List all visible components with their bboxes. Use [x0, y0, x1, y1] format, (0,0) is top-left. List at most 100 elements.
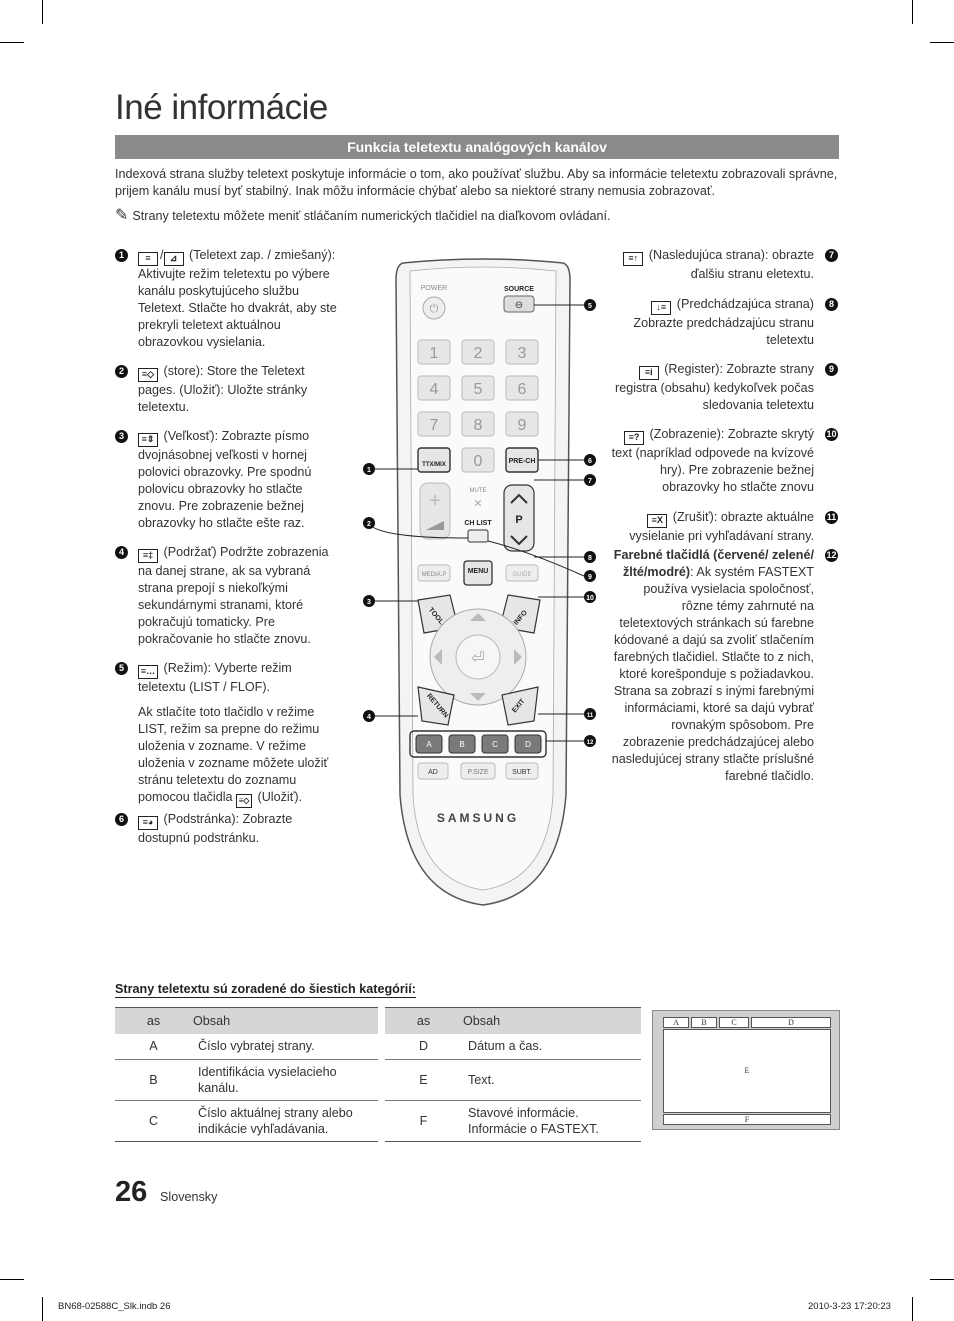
- categories-title: Strany teletextu sú zoradené do šiestich…: [115, 982, 416, 998]
- ttx-mix-button[interactable]: [417, 447, 451, 473]
- item-1-text: (Teletext zap. / zmiešaný): Aktivujte re…: [138, 248, 337, 349]
- enter-button[interactable]: [455, 634, 501, 680]
- diagram-e: E: [663, 1029, 831, 1113]
- crop-mark: [42, 1297, 43, 1321]
- svg-text:10: 10: [586, 595, 594, 602]
- digit-1-button[interactable]: [417, 339, 451, 365]
- badge-2: 2: [115, 365, 128, 378]
- color-button-b[interactable]: [448, 734, 476, 754]
- diagram-d: D: [751, 1017, 831, 1028]
- teletext-layout-diagram: A B C D E F: [652, 1010, 840, 1130]
- digit-2-button[interactable]: [461, 339, 495, 365]
- item-12-text: : Ak systém FASTEXT používa vysielacia s…: [611, 565, 814, 783]
- power-button[interactable]: [422, 296, 446, 320]
- svg-text:8: 8: [588, 555, 592, 562]
- callout-badges: [363, 299, 596, 747]
- digit-0-button[interactable]: [461, 447, 495, 473]
- row-value: Text.: [462, 1059, 641, 1101]
- brand-logo: SAMSUNG: [437, 811, 519, 825]
- digit-7-button[interactable]: [417, 411, 451, 437]
- svg-text:1: 1: [367, 467, 371, 474]
- item-5-text: (Režim): Vyberte režim teletextu (LIST /…: [138, 661, 292, 694]
- digit-5-button[interactable]: [461, 375, 495, 401]
- ad-button[interactable]: [417, 762, 449, 780]
- badge-11: 11: [825, 511, 838, 524]
- digit-0-label: 0: [474, 453, 483, 470]
- digit-1-label: 1: [430, 345, 439, 362]
- svg-text:5: 5: [588, 303, 592, 310]
- color-button-d[interactable]: [514, 734, 542, 754]
- footer-file: BN68-02588C_Slk.indb 26: [58, 1301, 171, 1312]
- digit-9-label: 9: [518, 417, 527, 434]
- item-7: ≡↑ (Nasledujúca strana): obrazte ďalšiu …: [610, 247, 814, 283]
- source-label: SOURCE: [504, 286, 534, 293]
- menu-button[interactable]: [463, 560, 493, 586]
- digit-3-button[interactable]: [505, 339, 539, 365]
- guide-button[interactable]: [505, 564, 539, 582]
- item-4-text: (Podržať) Podržte zobrazenia na danej st…: [138, 545, 329, 646]
- power-icon: ⏻: [430, 303, 439, 315]
- channel-label: P: [515, 514, 522, 526]
- svg-text:12: 12: [587, 740, 594, 746]
- header-content: Obsah: [192, 1007, 378, 1034]
- color-button-a[interactable]: [415, 734, 443, 754]
- reveal-icon: ≡?: [624, 431, 645, 445]
- svg-text:7: 7: [588, 478, 592, 485]
- next-page-icon: ≡↑: [623, 252, 644, 266]
- digit-4-button[interactable]: [417, 375, 451, 401]
- digit-3-label: 3: [518, 345, 527, 362]
- digit-6-label: 6: [518, 381, 527, 398]
- subt-button[interactable]: [505, 762, 539, 780]
- size-icon: ≡⇕: [138, 433, 158, 447]
- left-arrow-icon: [434, 649, 442, 665]
- row-key: E: [385, 1059, 462, 1101]
- digit-8-button[interactable]: [461, 411, 495, 437]
- guide-label: GUIDE: [512, 572, 531, 578]
- ch-list-button[interactable]: [467, 529, 489, 543]
- svg-text:6: 6: [588, 458, 592, 465]
- digit-5-label: 5: [474, 381, 483, 398]
- p-size-button[interactable]: [460, 762, 496, 780]
- badge-7: 7: [825, 249, 838, 262]
- color-button-label: B: [459, 740, 464, 749]
- page-number: 26: [115, 1176, 148, 1208]
- pencil-icon: ✎: [115, 207, 129, 224]
- media-p-button[interactable]: [417, 564, 451, 582]
- crop-mark: [930, 42, 954, 43]
- power-label: POWER: [421, 285, 447, 292]
- mute-label: MUTE: [470, 488, 487, 494]
- color-button-label: D: [525, 740, 531, 749]
- exit-button[interactable]: [501, 686, 539, 726]
- item-10-text: (Zobrazenie): Zobrazte skrytý text (napr…: [611, 427, 814, 494]
- return-button[interactable]: [417, 686, 455, 726]
- source-button[interactable]: [503, 295, 535, 313]
- badge-6: 6: [115, 813, 128, 826]
- ch-list-label: CH LIST: [464, 520, 492, 527]
- item-8: ↓≡ (Predchádzajúca strana) Zobrazte pred…: [610, 296, 814, 349]
- item-3: ≡⇕ (Veľkosť): Zobrazte písmo dvojnásobne…: [138, 428, 338, 532]
- crop-mark: [0, 42, 24, 43]
- badge-10: 10: [825, 428, 838, 441]
- store-icon: ≡◇: [138, 368, 158, 382]
- crop-mark: [912, 0, 913, 24]
- badge-9: 9: [825, 363, 838, 376]
- item-2-text: (store): Store the Teletext pages. (Ulož…: [138, 364, 308, 414]
- row-key: A: [115, 1034, 192, 1060]
- digit-6-button[interactable]: [505, 375, 539, 401]
- digit-9-button[interactable]: [505, 411, 539, 437]
- item-5: ≡… (Režim): Vyberte režim teletextu (LIS…: [138, 660, 338, 808]
- index-icon: ≡i: [638, 366, 659, 380]
- color-button-c[interactable]: [481, 734, 509, 754]
- volume-up-icon: +: [429, 490, 441, 512]
- row-key: D: [385, 1034, 462, 1060]
- row-value: Číslo aktuálnej strany alebo indikácie v…: [192, 1100, 378, 1142]
- diagram-c: C: [719, 1017, 749, 1028]
- diagram-a: A: [663, 1017, 689, 1028]
- row-key: C: [115, 1100, 192, 1142]
- item-10: ≡? (Zobrazenie): Zobrazte skrytý text (n…: [610, 426, 814, 496]
